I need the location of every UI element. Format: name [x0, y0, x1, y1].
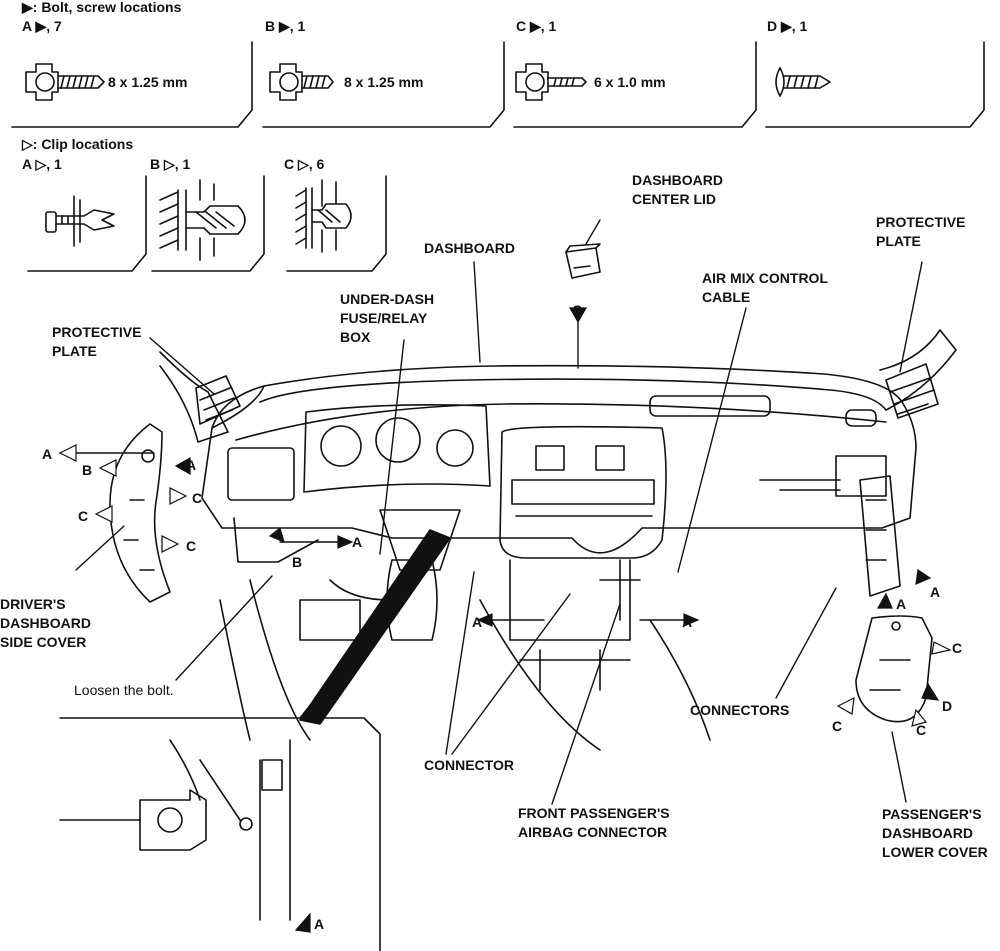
bolt-c-count: C ▶, 1 — [516, 18, 557, 34]
marker-a-bolt-cover: A — [186, 457, 197, 473]
protective-plate-right-label-2: PLATE — [876, 233, 921, 249]
bolt-c-icon — [515, 63, 587, 101]
bolt-b-count: B ▶, 1 — [265, 18, 306, 34]
air-mix-cable-label-1: AIR MIX CONTROL — [702, 270, 828, 286]
drivers-dashboard-side-cover-part — [109, 423, 171, 603]
marker-a-bolt-right-1: A — [930, 584, 941, 600]
passengers-lower-cover-label-2: DASHBOARD — [882, 825, 973, 841]
bolt-a-count: A ▶, 7 — [22, 18, 62, 34]
bolt-a-size: 8 x 1.25 mm — [108, 74, 188, 90]
clip-b-icon — [159, 179, 246, 261]
marker-a-bolt-center-left: A — [472, 614, 483, 630]
marker-c-clip-cover-3: C — [186, 538, 197, 554]
loosen-bolt-note: Loosen the bolt. — [74, 682, 174, 698]
bolt-a-icon — [25, 63, 105, 101]
screw-d-count: D ▶, 1 — [767, 18, 808, 34]
leader-lines — [59, 219, 923, 805]
marker-a-bolt-inset: A — [314, 916, 325, 932]
clip-a-count: A ▷, 1 — [22, 156, 62, 172]
marker-b-clip-left: B — [82, 462, 93, 478]
bolt-legend-title: ▶: Bolt, screw locations — [22, 0, 182, 15]
screw-d-icon — [775, 67, 831, 97]
bolt-legend-panels — [11, 41, 985, 128]
passengers-lower-cover-label-3: LOWER COVER — [882, 844, 988, 860]
protective-plate-left-label-2: PLATE — [52, 343, 97, 359]
marker-c-bolt-lid: C — [572, 302, 583, 318]
marker-c-clip-lower-2: C — [832, 718, 843, 734]
clip-c-count: C ▷, 6 — [284, 156, 325, 172]
dashboard-body — [201, 364, 917, 751]
marker-b-bolt: B — [292, 554, 303, 570]
air-mix-cable-label-2: CABLE — [702, 289, 751, 305]
clip-legend-panels — [27, 175, 387, 272]
under-dash-box-label-3: BOX — [340, 329, 371, 345]
bolt-b-icon — [269, 63, 334, 101]
marker-c-clip-lower-3: C — [916, 722, 927, 738]
marker-a-bolt-center-right: A — [682, 614, 693, 630]
passenger-airbag-label-1: FRONT PASSENGER'S — [518, 805, 670, 821]
bolt-b-size: 8 x 1.25 mm — [344, 74, 424, 90]
under-dash-box-label-1: UNDER-DASH — [340, 291, 435, 307]
clip-legend-title: ▷: Clip locations — [22, 136, 134, 152]
marker-a-clip-left: A — [42, 446, 53, 462]
connector-label: CONNECTOR — [424, 757, 514, 773]
under-dash-box-label-2: FUSE/RELAY — [340, 310, 428, 326]
protective-plate-left — [159, 351, 241, 443]
dashboard-label: DASHBOARD — [424, 240, 515, 256]
dashboard-center-lid-label-1: DASHBOARD — [632, 172, 723, 188]
marker-arrows — [58, 307, 952, 933]
connectors-label: CONNECTORS — [690, 702, 790, 718]
marker-a-bolt-fusebox: A — [352, 534, 363, 550]
passengers-lower-cover-label-1: PASSENGER'S — [882, 806, 982, 822]
dashboard-center-lid-label-2: CENTER LID — [632, 191, 716, 207]
marker-c-clip-lower-1: C — [952, 640, 963, 656]
steering-column-band — [299, 529, 451, 725]
passengers-dashboard-lower-cover-part — [855, 615, 933, 723]
marker-c-clip-cover-2: C — [78, 508, 89, 524]
drivers-side-cover-label-1: DRIVER'S — [0, 596, 66, 612]
protective-plate-left-label-1: PROTECTIVE — [52, 324, 142, 340]
passenger-airbag-label-2: AIRBAG CONNECTOR — [518, 824, 668, 840]
protective-plate-right — [879, 329, 957, 419]
bolt-c-size: 6 x 1.0 mm — [594, 74, 666, 90]
protective-plate-right-label-1: PROTECTIVE — [876, 214, 966, 230]
drivers-side-cover-label-2: DASHBOARD — [0, 615, 91, 631]
drivers-side-cover-label-3: SIDE COVER — [0, 634, 87, 650]
dashboard-center-lid-part — [565, 243, 601, 279]
inset-detail-view — [59, 687, 381, 951]
clip-b-count: B ▷, 1 — [150, 156, 191, 172]
marker-d-screw: D — [942, 698, 953, 714]
clip-c-icon — [295, 179, 352, 253]
clip-a-icon — [45, 195, 115, 247]
marker-c-clip-cover-1: C — [192, 490, 203, 506]
marker-a-bolt-right-2: A — [896, 596, 907, 612]
